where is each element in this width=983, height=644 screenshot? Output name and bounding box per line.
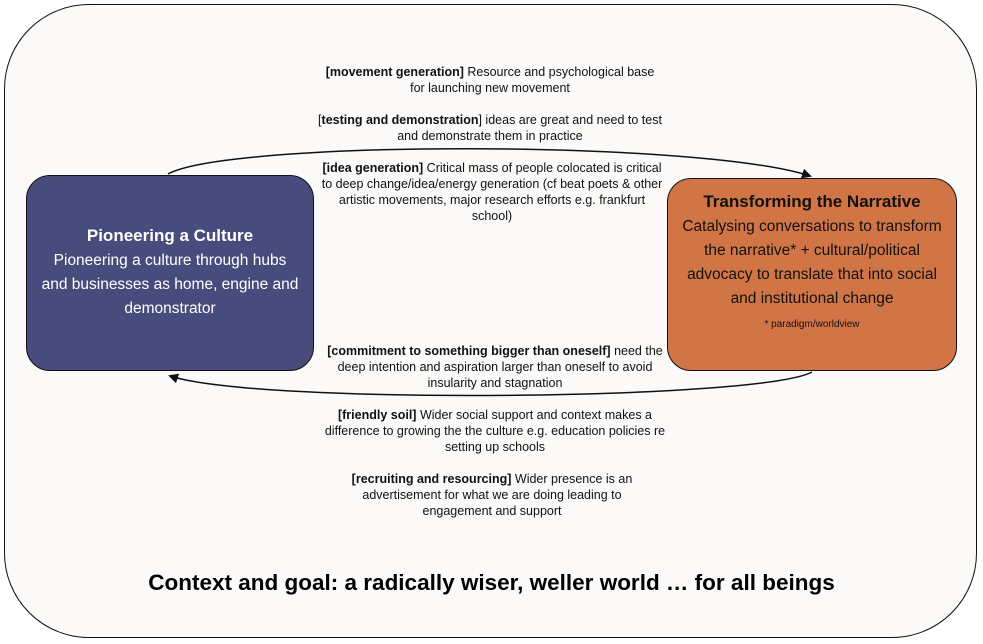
note-testing-demonstration: [testing and demonstration] ideas are gr…: [318, 113, 662, 143]
pioneering-culture-box: Pioneering a Culture Pioneering a cultur…: [26, 175, 314, 371]
context-goal-title: Context and goal: a radically wiser, wel…: [148, 570, 835, 595]
transforming-narrative-footnote: * paradigm/worldview: [764, 319, 860, 330]
transforming-narrative-box: Transforming the Narrative Catalysing co…: [667, 178, 957, 371]
pioneering-culture-title: Pioneering a Culture: [86, 225, 254, 245]
transforming-narrative-body: Catalysing conversations to transform th…: [682, 218, 942, 307]
transforming-narrative-title: Transforming the Narrative: [703, 192, 921, 211]
note-friendly-soil: [friendly soil] Wider social support and…: [324, 408, 666, 454]
note-idea-generation: [idea generation] Critical mass of peopl…: [321, 161, 663, 223]
note-movement-generation: [movement generation] Resource and psych…: [325, 65, 655, 95]
pioneering-culture-body: Pioneering a culture through hubs and bu…: [41, 251, 299, 317]
arrow-to-narrative: [167, 148, 812, 179]
note-commitment-bigger: [commitment to something bigger than one…: [327, 344, 663, 390]
arrow-to-culture: [168, 371, 813, 397]
note-recruiting-resourcing: [recruiting and resourcing] Wider presen…: [351, 472, 633, 518]
